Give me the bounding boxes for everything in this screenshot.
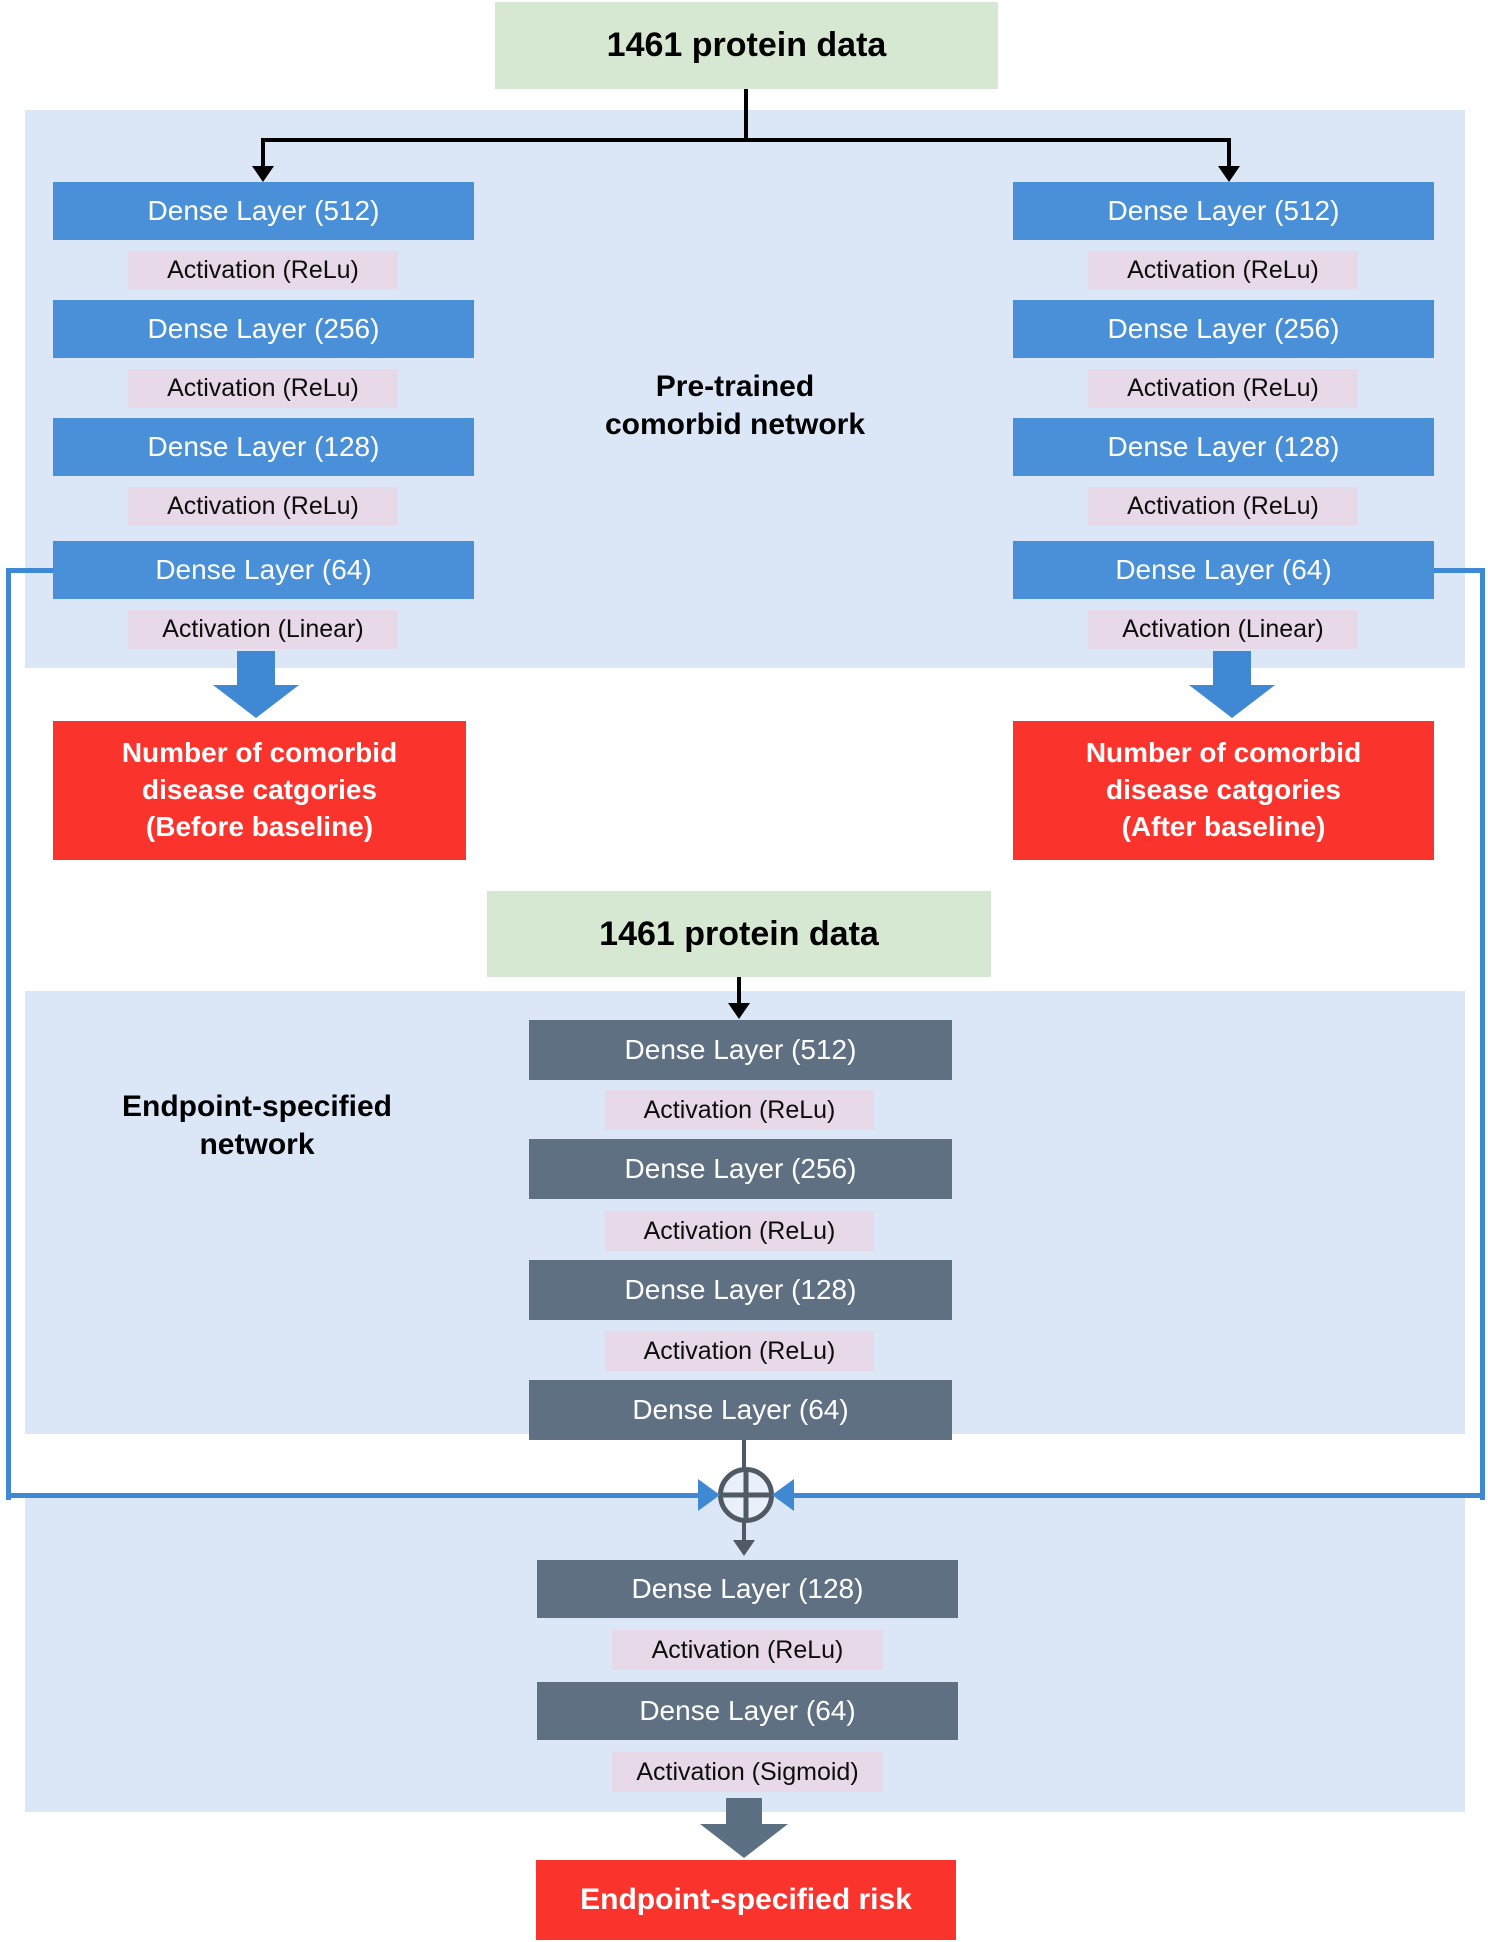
pretrained-right-dense-128: Dense Layer (128) (1013, 418, 1434, 476)
layer-label: Dense Layer (64) (155, 554, 372, 585)
block-arrow-down-icon (1213, 651, 1251, 687)
pretrained-left-activation-relu-2: Activation (ReLu) (128, 369, 398, 408)
arrowhead-left-icon (772, 1479, 794, 1511)
layer-label: Dense Layer (256) (624, 1153, 857, 1184)
layer-label: Dense Layer (128) (147, 431, 380, 462)
endpoint-post-dense-64: Dense Layer (64) (537, 1682, 958, 1740)
skip-connection-left-top-segment (6, 568, 53, 573)
pretrained-network-label: Pre-trained comorbid network (604, 370, 866, 442)
layer-label: Activation (ReLu) (167, 374, 359, 402)
block-arrow-down-icon (213, 685, 299, 718)
layer-label: Dense Layer (64) (639, 1695, 856, 1726)
pretrained-left-dense-512: Dense Layer (512) (53, 182, 474, 240)
pretrained-right-dense-64: Dense Layer (64) (1013, 541, 1434, 599)
pretrained-left-activation-linear: Activation (Linear) (128, 610, 398, 649)
layer-label: Dense Layer (256) (1107, 313, 1340, 344)
top-connector-left-drop (261, 142, 265, 170)
pretrained-right-activation-relu-1: Activation (ReLu) (1088, 251, 1358, 290)
pretrained-left-dense-128: Dense Layer (128) (53, 418, 474, 476)
layer-label: Activation (ReLu) (643, 1336, 836, 1365)
endpoint-post-activation-relu: Activation (ReLu) (612, 1630, 883, 1670)
pretrained-right-dense-256: Dense Layer (256) (1013, 300, 1434, 358)
block-arrow-down-icon (237, 651, 275, 687)
endpoint-network-label: Endpoint-specified network (122, 1090, 392, 1162)
endpoint-dense-256: Dense Layer (256) (529, 1139, 952, 1199)
layer-label: Activation (ReLu) (167, 492, 359, 520)
protein-data-input-top: 1461 protein data (495, 2, 998, 89)
protein-data-input-middle-label: 1461 protein data (599, 914, 879, 953)
pretrained-left-activation-relu-1: Activation (ReLu) (128, 251, 398, 290)
layer-label: Activation (ReLu) (167, 256, 359, 284)
arrow-down-icon (252, 166, 274, 182)
skip-connection-left-vertical-segment (6, 568, 11, 1500)
layer-label: Dense Layer (512) (1107, 195, 1340, 226)
middle-connector-stem (737, 977, 741, 1007)
layer-label: Dense Layer (256) (147, 313, 380, 344)
layer-label: Dense Layer (512) (147, 195, 380, 226)
after-baseline-output-box: Number of comorbid disease catgories (Af… (1013, 721, 1434, 860)
arrow-down-icon (733, 1540, 755, 1556)
endpoint-activation-relu-2: Activation (ReLu) (605, 1211, 874, 1251)
layer-label: Activation (ReLu) (643, 1095, 836, 1124)
endpoint-dense-64: Dense Layer (64) (529, 1380, 952, 1440)
pretrained-right-dense-512: Dense Layer (512) (1013, 182, 1434, 240)
layer-label: Activation (ReLu) (643, 1216, 836, 1245)
layer-label: Activation (ReLu) (1127, 374, 1319, 402)
arrow-down-icon (1218, 166, 1240, 182)
block-arrow-down-icon (1189, 685, 1275, 718)
pretrained-right-activation-linear: Activation (Linear) (1088, 610, 1358, 649)
concat-cross-vertical (743, 1472, 749, 1518)
endpoint-risk-output-label: Endpoint-specified risk (580, 1883, 912, 1917)
top-connector-right-drop (1227, 142, 1231, 170)
endpoint-risk-output-box: Endpoint-specified risk (536, 1860, 956, 1940)
endpoint-post-dense-128: Dense Layer (128) (537, 1560, 958, 1618)
skip-connection-left-bottom-segment (6, 1493, 698, 1498)
layer-label: Dense Layer (64) (632, 1394, 849, 1425)
layer-label: Dense Layer (128) (631, 1573, 864, 1604)
top-connector-stem (744, 89, 748, 142)
layer-label: Dense Layer (512) (624, 1034, 857, 1065)
layer-label: Dense Layer (128) (624, 1274, 857, 1305)
layer-label: Activation (ReLu) (1127, 256, 1319, 284)
endpoint-activation-relu-3: Activation (ReLu) (605, 1331, 874, 1371)
endpoint-activation-relu-1: Activation (ReLu) (605, 1090, 874, 1130)
skip-connection-right-top-segment (1428, 568, 1485, 573)
layer-label: Dense Layer (64) (1115, 554, 1332, 585)
block-arrow-down-icon (726, 1798, 762, 1826)
before-baseline-output-box: Number of comorbid disease catgories (Be… (53, 721, 466, 860)
protein-data-input-top-label: 1461 protein data (606, 26, 887, 64)
pretrained-right-activation-relu-3: Activation (ReLu) (1088, 487, 1358, 526)
arrowhead-right-icon (698, 1479, 720, 1511)
layer-label: Activation (Sigmoid) (636, 1757, 859, 1786)
endpoint-dense-512: Dense Layer (512) (529, 1020, 952, 1080)
pretrained-left-dense-256: Dense Layer (256) (53, 300, 474, 358)
top-connector-crossbar (261, 138, 1231, 142)
arrow-down-icon (728, 1003, 750, 1019)
layer-label: Activation (Linear) (162, 615, 364, 643)
protein-data-input-middle: 1461 protein data (487, 891, 991, 977)
concat-merge-icon (718, 1467, 774, 1523)
pretrained-right-activation-relu-2: Activation (ReLu) (1088, 369, 1358, 408)
pretrained-left-activation-relu-3: Activation (ReLu) (128, 487, 398, 526)
skip-connection-right-bottom-segment (794, 1493, 1485, 1498)
skip-connection-right-vertical-segment (1480, 568, 1485, 1500)
block-arrow-down-icon (700, 1824, 788, 1858)
layer-label: Dense Layer (128) (1107, 431, 1340, 462)
layer-label: Activation (Linear) (1122, 615, 1324, 643)
endpoint-post-activation-sigmoid: Activation (Sigmoid) (612, 1752, 883, 1792)
endpoint-dense-128: Dense Layer (128) (529, 1260, 952, 1320)
layer-label: Activation (ReLu) (651, 1635, 844, 1664)
layer-label: Activation (ReLu) (1127, 492, 1319, 520)
pretrained-left-dense-64: Dense Layer (64) (53, 541, 474, 599)
